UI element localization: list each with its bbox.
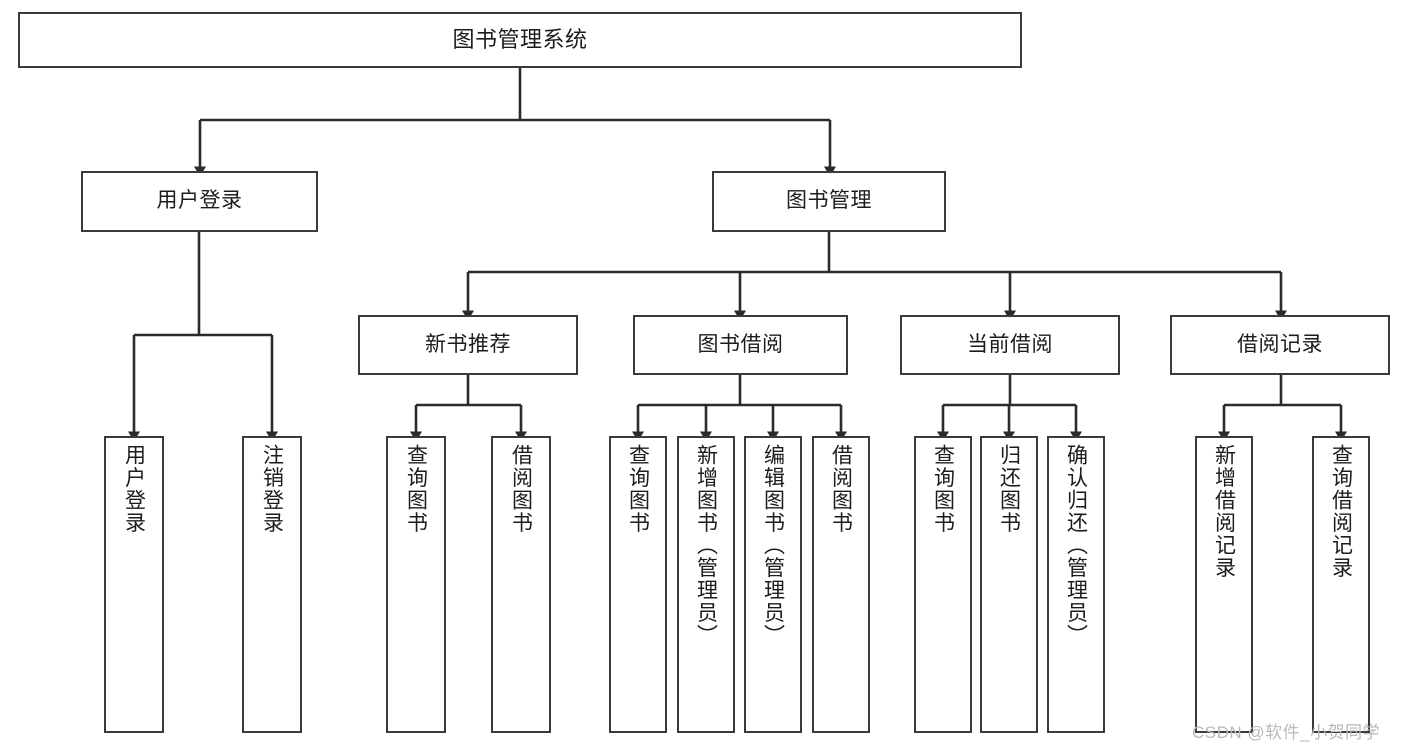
node-book-borrow[interactable]: 图书借阅	[633, 315, 848, 375]
node-user-login-label: 用户登录	[156, 189, 243, 213]
leaf-borrow-add-book[interactable]: 新增图书（管理员）	[677, 436, 735, 733]
leaf-new-book-borrow-label: 借阅图书	[509, 444, 533, 534]
leaf-record-query-record-label: 查询借阅记录	[1329, 444, 1353, 579]
leaf-borrow-borrow-book-label: 借阅图书	[829, 444, 853, 534]
node-book-management-label: 图书管理	[786, 189, 872, 213]
leaf-current-return-book-label: 归还图书	[997, 444, 1021, 534]
leaf-new-book-borrow[interactable]: 借阅图书	[491, 436, 551, 733]
leaf-current-confirm-return[interactable]: 确认归还（管理员）	[1047, 436, 1105, 733]
node-new-book-recommend-label: 新书推荐	[425, 332, 511, 356]
csdn-watermark: CSDN @软件_小贺同学	[1192, 723, 1381, 742]
node-user-login[interactable]: 用户登录	[81, 171, 318, 232]
leaf-borrow-edit-book-label: 编辑图书（管理员）	[761, 444, 785, 647]
leaf-borrow-add-book-label: 新增图书（管理员）	[694, 444, 718, 647]
node-book-borrow-label: 图书借阅	[697, 332, 784, 356]
leaf-current-query-book[interactable]: 查询图书	[914, 436, 972, 733]
leaf-borrow-query-book-label: 查询图书	[626, 444, 650, 534]
leaf-record-query-record[interactable]: 查询借阅记录	[1312, 436, 1370, 733]
leaf-new-book-query[interactable]: 查询图书	[386, 436, 446, 733]
leaf-new-book-query-label: 查询图书	[404, 444, 428, 534]
leaf-current-confirm-return-label: 确认归还（管理员）	[1064, 444, 1088, 647]
node-current-borrow[interactable]: 当前借阅	[900, 315, 1120, 375]
leaf-user-login-login[interactable]: 用户登录	[104, 436, 164, 733]
leaf-borrow-borrow-book[interactable]: 借阅图书	[812, 436, 870, 733]
node-root-label: 图书管理系统	[452, 27, 588, 53]
leaf-user-login-logout[interactable]: 注销登录	[242, 436, 302, 733]
leaf-record-add-record[interactable]: 新增借阅记录	[1195, 436, 1253, 733]
leaf-user-login-logout-label: 注销登录	[260, 444, 284, 534]
node-new-book-recommend[interactable]: 新书推荐	[358, 315, 578, 375]
leaf-borrow-edit-book[interactable]: 编辑图书（管理员）	[744, 436, 802, 733]
node-root[interactable]: 图书管理系统	[18, 12, 1022, 68]
node-book-management[interactable]: 图书管理	[712, 171, 946, 232]
leaf-record-add-record-label: 新增借阅记录	[1212, 444, 1236, 579]
node-borrow-record-label: 借阅记录	[1237, 332, 1323, 356]
leaf-borrow-query-book[interactable]: 查询图书	[609, 436, 667, 733]
node-current-borrow-label: 当前借阅	[967, 332, 1053, 356]
leaf-user-login-login-label: 用户登录	[122, 444, 146, 534]
leaf-current-query-book-label: 查询图书	[931, 444, 955, 534]
leaf-current-return-book[interactable]: 归还图书	[980, 436, 1038, 733]
node-borrow-record[interactable]: 借阅记录	[1170, 315, 1390, 375]
